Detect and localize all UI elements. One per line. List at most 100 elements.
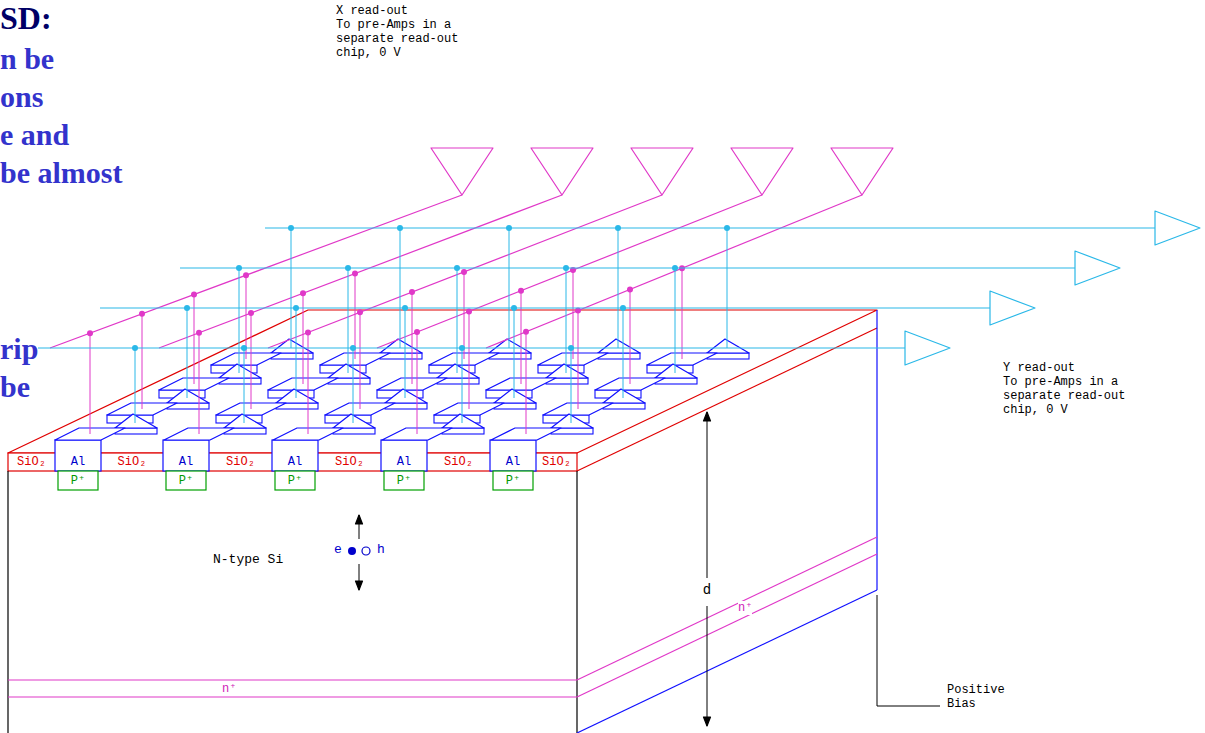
y-via-line [348, 268, 349, 373]
slab-bottom-edge [577, 590, 877, 733]
layer-label: n⁺ [738, 601, 752, 615]
oxide-label: SiO₂ [444, 455, 473, 469]
slab-front-edge [576, 471, 577, 733]
slide-text: SD: [0, 0, 52, 37]
implant-label: P⁺ [179, 474, 193, 488]
oxide-label: SiO₂ [335, 455, 364, 469]
triangle-pad [385, 389, 427, 403]
y-via-line [675, 268, 676, 373]
x-preamp-symbol [831, 148, 893, 195]
y-preamp-symbol [905, 331, 950, 365]
y-via-line [457, 268, 458, 373]
y-via-line [727, 228, 728, 348]
y-junction-dot [620, 305, 626, 311]
y-preamp-symbol [1075, 251, 1120, 285]
y-junction-dot [511, 305, 517, 311]
carrier-label: e [334, 543, 342, 557]
slab-front-edge [7, 471, 8, 733]
y-via-line [135, 348, 136, 423]
x-via-line [251, 313, 252, 409]
slide-text: ons [0, 80, 43, 115]
implant-label: P⁺ [71, 474, 85, 488]
y-via-line [239, 268, 240, 373]
readout-note: To pre-Amps in a separate read-out chip,… [336, 18, 466, 60]
y-junction-dot [402, 305, 408, 311]
y-junction-dot [241, 345, 247, 351]
y-via-line [291, 228, 292, 348]
slab-top-face [8, 310, 877, 453]
y-junction-dot [132, 345, 138, 351]
p-plus-implant [166, 471, 206, 490]
y-junction-dot [397, 225, 403, 231]
triangle-pad [442, 414, 484, 428]
p-plus-implant [275, 471, 315, 490]
y-junction-dot [563, 265, 569, 271]
x-readout-line [50, 195, 462, 348]
aluminium-strip [490, 440, 536, 471]
slide-text: e and [0, 118, 69, 153]
y-junction-dot [288, 225, 294, 231]
x-junction-dot [305, 329, 311, 335]
y-via-line [462, 348, 463, 423]
x-via-line [412, 292, 413, 384]
slide-text: n be [0, 42, 54, 77]
aluminium-strip [55, 440, 101, 471]
x-junction-dot [196, 330, 202, 336]
drift-arrow-head [356, 515, 363, 524]
triangle-pad [224, 414, 266, 428]
y-junction-dot [615, 225, 621, 231]
oxide-label: SiO₂ [226, 455, 255, 469]
hole-circle [362, 547, 370, 555]
carrier-label: h [377, 543, 385, 557]
triangle-pad [655, 364, 697, 378]
x-via-line [521, 291, 522, 384]
triangle-pad [707, 339, 749, 353]
metal-label: Al [506, 455, 520, 469]
p-plus-implant [58, 471, 98, 490]
x-junction-dot [409, 289, 415, 295]
x-junction-dot [300, 290, 306, 296]
x-preamp-symbol [631, 148, 693, 195]
thickness-arrow-head [704, 412, 711, 421]
thickness-arrow [707, 606, 708, 726]
metal-label: Al [179, 455, 193, 469]
triangle-pad [489, 339, 531, 353]
triangle-pad [437, 364, 479, 378]
y-preamp-symbol [1155, 211, 1200, 245]
x-via-line [417, 332, 418, 434]
y-junction-dot [459, 345, 465, 351]
x-junction-dot [243, 272, 249, 278]
layer-label: n⁺ [222, 682, 236, 696]
x-preamp-symbol [431, 148, 493, 195]
y-via-line [353, 348, 354, 423]
readout-note: To pre-Amps in a separate read-out chip,… [1003, 375, 1133, 417]
x-via-line [303, 293, 304, 384]
triangle-pad [271, 339, 313, 353]
triangle-pad [219, 364, 261, 378]
aluminium-strip [381, 440, 427, 471]
y-junction-dot [672, 265, 678, 271]
bulk-label: N-type Si [213, 553, 283, 567]
y-via-line [400, 228, 401, 348]
triangle-pad [546, 364, 588, 378]
slide-text: be [0, 370, 30, 405]
aluminium-strip [272, 440, 318, 471]
y-junction-dot [506, 225, 512, 231]
y-via-line [571, 348, 572, 423]
x-preamp-symbol [531, 148, 593, 195]
x-via-line [142, 314, 143, 409]
triangle-pad [603, 389, 645, 403]
p-plus-implant [493, 471, 533, 490]
slide-text: rip [0, 332, 38, 367]
triangle-pad [115, 414, 157, 428]
metal-label: Al [288, 455, 302, 469]
triangle-pad [276, 389, 318, 403]
y-via-line [514, 308, 515, 398]
oxide-label: SiO₂ [118, 455, 147, 469]
dimension-label: d [703, 583, 711, 597]
readout-title: Y read-out [1003, 361, 1075, 375]
y-readout-line [100, 307, 990, 308]
triangle-pad [551, 414, 593, 428]
y-readout-line [180, 267, 1075, 268]
